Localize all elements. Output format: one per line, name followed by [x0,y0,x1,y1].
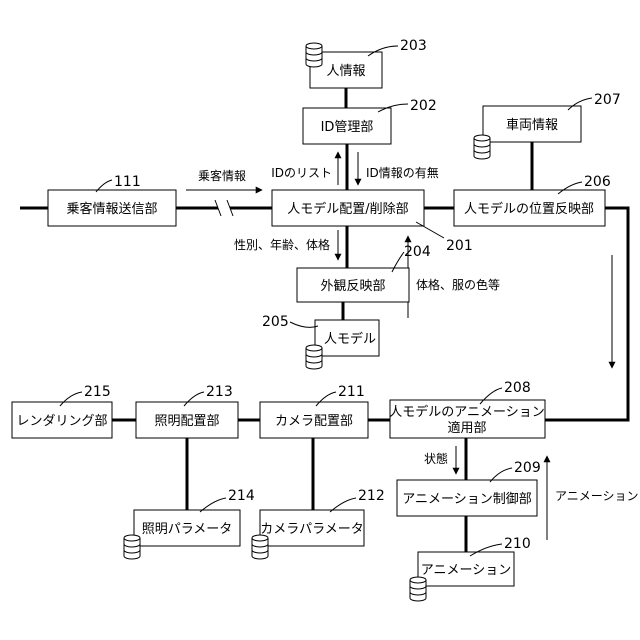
label-201: 人モデル配置/削除部 [287,201,408,217]
label-208-line2: 適用部 [447,420,486,436]
label-111: 乗客情報送信部 [66,201,157,217]
database-icon [252,535,268,559]
label-207: 車両情報 [506,118,558,133]
annotation-state: 状態 [424,451,448,466]
annotation-passenger-info: 乗客情報 [198,168,246,183]
ref-211: 211 [338,384,365,400]
label-214: 照明パラメータ [142,522,233,537]
label-215: レンダリング部 [16,414,107,429]
label-213: 照明配置部 [154,414,219,429]
ref-213: 213 [206,384,233,400]
label-204: 外観反映部 [320,279,385,294]
annotation-id-info: ID情報の有無 [366,165,439,180]
database-icon [474,135,490,159]
label-203: 人情報 [326,64,365,79]
ref-202: 202 [410,98,437,114]
ref-208: 208 [504,380,531,396]
annotation-animation: アニメーション [555,489,639,503]
ref-206: 206 [584,174,611,190]
annotation-id-list: IDのリスト [271,166,332,180]
annotation-build-clothes: 体格、服の色等 [416,277,500,292]
ref-209: 209 [514,460,541,476]
ref-201: 201 [446,238,473,254]
label-210: アニメーション [421,563,511,578]
database-icon [306,43,322,67]
ref-214: 214 [228,488,255,504]
database-icon [124,535,140,559]
bus-206-208 [545,208,628,420]
leader-205 [290,322,318,327]
ref-205: 205 [262,314,289,330]
label-208-line1: 人モデルのアニメーション [389,404,544,420]
ref-111: 111 [114,174,141,190]
label-206: 人モデルの位置反映部 [464,201,594,217]
database-icon [306,345,322,369]
label-211: カメラ配置部 [275,414,353,429]
ref-203: 203 [400,38,427,54]
label-209: アニメーション制御部 [402,492,531,507]
ref-215: 215 [84,384,111,400]
leader-201 [416,222,444,238]
ref-212: 212 [358,488,385,504]
ref-207: 207 [594,92,621,108]
database-icon [410,577,426,601]
annotation-gender-age-build: 性別、年齢、体格 [234,237,330,252]
ref-204: 204 [404,244,431,260]
label-205: 人モデル [324,331,376,347]
label-202: ID管理部 [321,120,374,135]
ref-210: 210 [504,536,531,552]
label-212: カメラパラメータ [260,522,363,537]
